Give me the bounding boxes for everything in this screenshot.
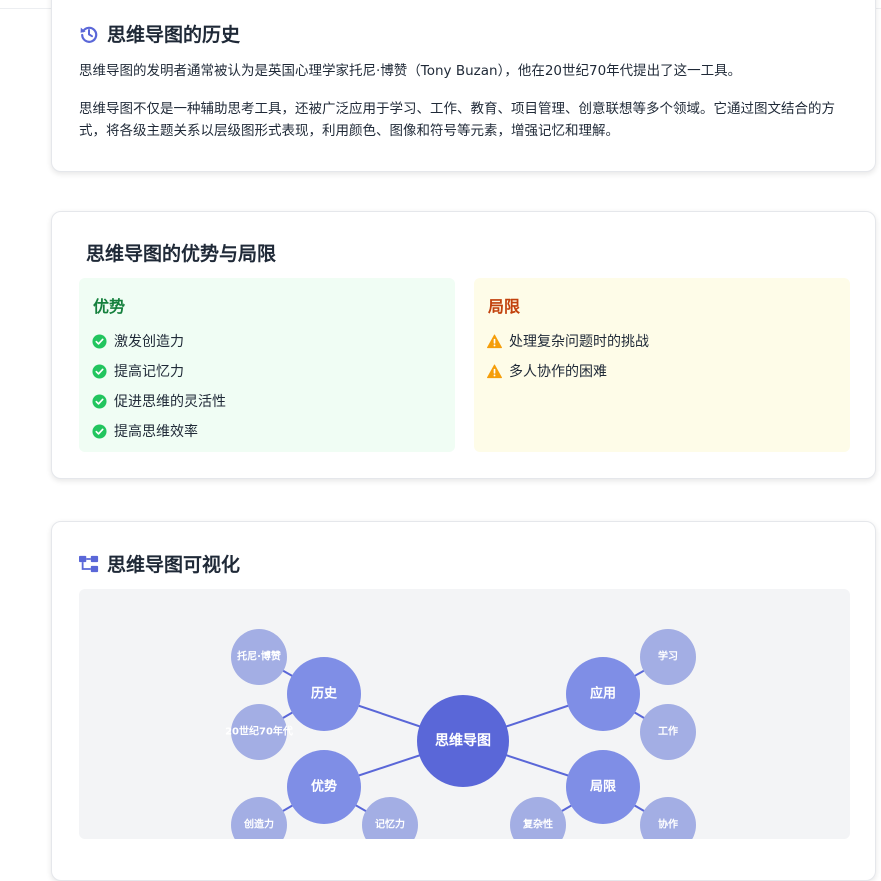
mindmap-node-label: 思维导图 bbox=[435, 732, 491, 749]
pros-item-label: 提高记忆力 bbox=[114, 364, 184, 380]
mindmap-node-study[interactable]: 学习 bbox=[640, 629, 696, 685]
cons-item: 处理复杂问题时的挑战 bbox=[487, 326, 649, 356]
mindmap-node-circle bbox=[566, 657, 640, 731]
warning-icon bbox=[487, 363, 502, 378]
check-circle-icon bbox=[92, 363, 107, 379]
mindmap-canvas: 思维导图 历史优势 应用局限 托尼·博赞 20世纪70年代创造力 记忆力 学习工作复杂性 协作 bbox=[79, 589, 850, 839]
viz-title: 思维导图可视化 bbox=[79, 550, 240, 577]
pros-cons-title: 思维导图的优势与局限 bbox=[86, 243, 277, 265]
mindmap-node-creativity[interactable]: 创造力 bbox=[231, 797, 287, 839]
pros-cons-card: 思维导图的优势与局限 优势 激发创造力提高记忆力促进思维的灵活性提高思维效率 局… bbox=[51, 211, 876, 479]
mindmap-node-complexity[interactable]: 复杂性 bbox=[510, 797, 566, 839]
pros-item: 促进思维的灵活性 bbox=[92, 386, 226, 416]
pros-item: 提高记忆力 bbox=[92, 356, 226, 386]
visualization-card: 思维导图可视化 思维导图 历史优势 应用局限 托尼·博赞 20世纪70年代创造力 记忆力 学… bbox=[51, 521, 876, 881]
mindmap-node-circle bbox=[417, 695, 509, 787]
mindmap-node-center[interactable]: 思维导图 bbox=[417, 695, 509, 787]
pros-item: 提高思维效率 bbox=[92, 416, 226, 446]
pros-item-label: 提高思维效率 bbox=[114, 424, 198, 440]
mindmap-node-advantage[interactable]: 优势 bbox=[287, 750, 361, 824]
mindmap-node-label: 局限 bbox=[590, 780, 617, 795]
mindmap-node-application[interactable]: 应用 bbox=[566, 657, 640, 731]
mindmap-node-tony[interactable]: 托尼·博赞 bbox=[231, 629, 287, 685]
mindmap-node-label: 托尼·博赞 bbox=[237, 650, 281, 663]
pros-title: 优势 bbox=[93, 297, 126, 316]
cons-title: 局限 bbox=[488, 297, 521, 316]
cons-item: 多人协作的困难 bbox=[487, 356, 649, 386]
pros-panel: 优势 激发创造力提高记忆力促进思维的灵活性提高思维效率 bbox=[79, 278, 455, 452]
check-circle-icon bbox=[92, 423, 107, 439]
mindmap-node-label: 创造力 bbox=[243, 818, 274, 831]
mindmap-node-circle bbox=[640, 629, 696, 685]
history-card: 思维导图的历史 思维导图的发明者通常被认为是英国心理学家托尼·博赞（Tony B… bbox=[51, 0, 876, 172]
mindmap-node-label: 20世纪70年代 bbox=[225, 725, 293, 738]
mindmap-node-label: 记忆力 bbox=[375, 818, 405, 831]
cons-item-label: 多人协作的困难 bbox=[509, 364, 607, 380]
check-circle-icon bbox=[92, 393, 107, 409]
mindmap-node-memory[interactable]: 记忆力 bbox=[362, 797, 418, 839]
history-paragraph-1: 思维导图的发明者通常被认为是英国心理学家托尼·博赞（Tony Buzan），他在… bbox=[79, 63, 742, 79]
mindmap-node-circle bbox=[231, 797, 287, 839]
mindmap-node-circle bbox=[231, 704, 287, 760]
mindmap-node-label: 协作 bbox=[658, 818, 678, 831]
mindmap-node-collab[interactable]: 协作 bbox=[640, 797, 696, 839]
mindmap-node-label: 应用 bbox=[590, 686, 616, 702]
viz-title-text: 思维导图可视化 bbox=[107, 554, 241, 576]
mindmap-node-limit[interactable]: 局限 bbox=[566, 750, 640, 824]
mindmap-node-circle bbox=[566, 750, 640, 824]
mindmap-node-label: 工作 bbox=[658, 725, 678, 738]
mindmap-node-circle bbox=[510, 797, 566, 839]
pros-item-label: 促进思维的灵活性 bbox=[114, 394, 226, 410]
mindmap-node-label: 历史 bbox=[311, 686, 338, 702]
mindmap-node-work[interactable]: 工作 bbox=[640, 704, 696, 760]
mindmap-node-circle bbox=[287, 750, 361, 824]
sitemap-icon bbox=[79, 555, 99, 572]
mindmap-node-circle bbox=[362, 797, 418, 839]
history-title-text: 思维导图的历史 bbox=[107, 24, 241, 46]
mindmap-node-seventies[interactable]: 20世纪70年代 bbox=[225, 704, 293, 760]
mindmap-node-circle bbox=[640, 797, 696, 839]
cons-list: 处理复杂问题时的挑战多人协作的困难 bbox=[487, 326, 649, 386]
pros-list: 激发创造力提高记忆力促进思维的灵活性提高思维效率 bbox=[92, 326, 226, 446]
mindmap-node-history[interactable]: 历史 bbox=[287, 657, 361, 731]
mindmap-node-circle bbox=[287, 657, 361, 731]
pros-item: 激发创造力 bbox=[92, 326, 226, 356]
mindmap-node-circle bbox=[640, 704, 696, 760]
check-circle-icon bbox=[92, 333, 107, 349]
mindmap-node-label: 复杂性 bbox=[522, 818, 553, 831]
mindmap-node-label: 优势 bbox=[311, 779, 337, 795]
history-icon bbox=[80, 26, 98, 43]
history-title: 思维导图的历史 bbox=[79, 20, 240, 47]
history-paragraph-2: 思维导图不仅是一种辅助思考工具，还被广泛应用于学习、工作、教育、项目管理、创意联… bbox=[79, 101, 835, 139]
mindmap-node-circle bbox=[231, 629, 287, 685]
cons-item-label: 处理复杂问题时的挑战 bbox=[509, 334, 649, 350]
mindmap-node-label: 学习 bbox=[658, 650, 678, 663]
warning-icon bbox=[487, 333, 502, 348]
pros-item-label: 激发创造力 bbox=[114, 334, 184, 350]
cons-panel: 局限 处理复杂问题时的挑战多人协作的困难 bbox=[474, 278, 850, 452]
